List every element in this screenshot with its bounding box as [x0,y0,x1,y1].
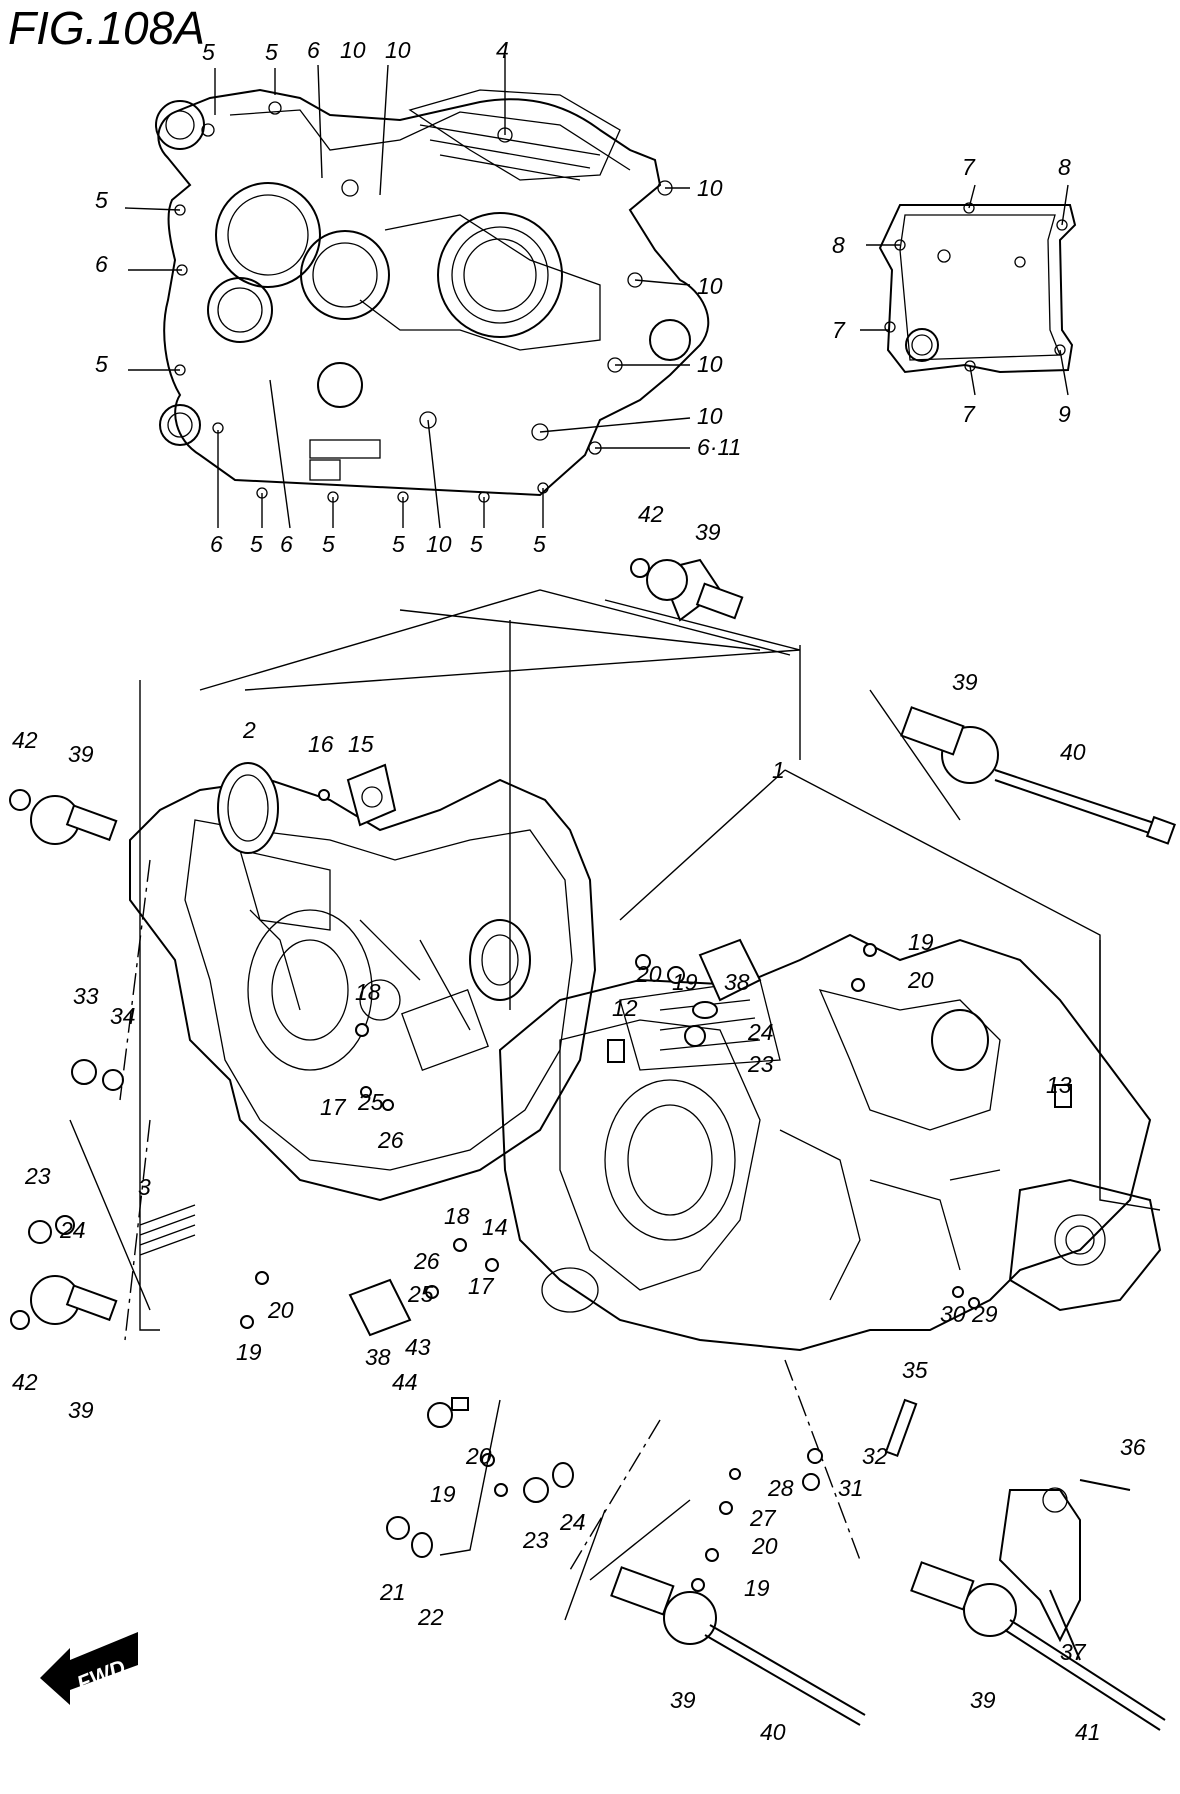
callout-5h: 5 [470,531,483,557]
callout-38a: 38 [724,969,750,995]
callout-7a: 7 [962,154,976,180]
callout-19c: 19 [236,1339,262,1365]
callout-40a: 40 [1060,739,1086,765]
callout-611: 6·11 [697,434,741,460]
callout-5b: 5 [265,39,278,65]
callout-38b: 38 [365,1344,391,1370]
callout-8a: 8 [1058,154,1071,180]
callout-10a: 10 [340,37,366,63]
callout-17a: 17 [320,1094,347,1120]
callout-20d: 20 [465,1443,492,1469]
callout-29: 29 [971,1301,998,1327]
callout-10d: 10 [697,273,723,299]
callout-8b: 8 [832,232,845,258]
callout-3: 3 [138,1174,151,1200]
callout-36: 36 [1120,1434,1146,1460]
callout-1: 1 [772,757,785,783]
callout-26b: 26 [413,1248,440,1274]
callout-14: 14 [482,1214,508,1240]
callout-34: 34 [110,1003,136,1029]
callout-24c: 24 [559,1509,586,1535]
callout-39d: 39 [68,1397,94,1423]
callout-42b: 42 [12,727,38,753]
callout-15: 15 [348,731,374,757]
callout-18b: 18 [444,1203,470,1229]
callout-42c: 42 [12,1369,38,1395]
callout-5g: 5 [392,531,405,557]
crankcase-outline-view [155,88,710,503]
callout-43: 43 [405,1334,431,1360]
callout-20e: 20 [751,1533,778,1559]
callout-6c: 6 [210,531,223,557]
callout-39e: 39 [670,1687,696,1713]
callout-24a: 24 [747,1019,774,1045]
callout-5c: 5 [95,187,108,213]
callout-6b: 6 [95,251,108,277]
callout-32: 32 [862,1443,888,1469]
callout-23a: 23 [747,1051,774,1077]
callout-41: 41 [1075,1719,1101,1745]
callout-5d: 5 [95,351,108,377]
callout-37: 37 [1060,1639,1087,1665]
callout-39f: 39 [970,1687,996,1713]
callout-10g: 10 [426,531,452,557]
callout-42a: 42 [638,501,664,527]
callout-12: 12 [612,995,638,1021]
callout-19e: 19 [744,1575,770,1601]
callout-6d: 6 [280,531,293,557]
callout-23c: 23 [522,1527,549,1553]
callout-5e: 5 [250,531,263,557]
callout-26a: 26 [377,1127,404,1153]
callout-4: 4 [496,37,509,63]
callout-39b: 39 [952,669,978,695]
callout-21: 21 [379,1579,406,1605]
callout-5f: 5 [322,531,335,557]
callout-19d: 19 [430,1481,456,1507]
callout-28: 28 [767,1475,794,1501]
callout-30: 30 [940,1301,966,1327]
callout-23b: 23 [24,1163,51,1189]
callout-19a: 19 [908,929,934,955]
callout-7c: 7 [962,401,976,427]
figure-title: FIG.108A [8,2,205,54]
callout-35: 35 [902,1357,928,1383]
callout-33: 33 [73,983,99,1009]
callout-10f: 10 [697,403,723,429]
callout-25a: 25 [357,1089,384,1115]
callout-5a: 5 [202,39,215,65]
callout-27: 27 [749,1505,777,1531]
callout-10c: 10 [697,175,723,201]
callout-22: 22 [417,1604,444,1630]
callout-20b: 20 [907,967,934,993]
leader-lines [69,55,1161,1621]
callout-31: 31 [838,1475,864,1501]
callout-13: 13 [1046,1072,1072,1098]
callout-9: 9 [1058,401,1071,427]
crankcase-half-right [498,933,1162,1352]
callout-24b: 24 [59,1217,86,1243]
cover-plate [878,202,1077,374]
callout-20c: 20 [267,1297,294,1323]
callout-25b: 25 [407,1281,434,1307]
callout-17b: 17 [468,1273,495,1299]
callout-10b: 10 [385,37,411,63]
hardware-parts [9,558,1176,1731]
callout-5i: 5 [533,531,546,557]
callout-7b: 7 [832,317,846,343]
fwd-arrow: FWD [40,1632,138,1705]
callout-10e: 10 [697,351,723,377]
callout-40b: 40 [760,1719,786,1745]
callout-39a: 39 [695,519,721,545]
callout-44: 44 [392,1369,418,1395]
callout-19b: 19 [672,969,698,995]
callout-39c: 39 [68,741,94,767]
callout-16: 16 [308,731,334,757]
callout-18a: 18 [355,979,381,1005]
callout-20a: 20 [635,961,662,987]
callout-2: 2 [242,717,256,743]
callout-6a: 6 [307,37,320,63]
